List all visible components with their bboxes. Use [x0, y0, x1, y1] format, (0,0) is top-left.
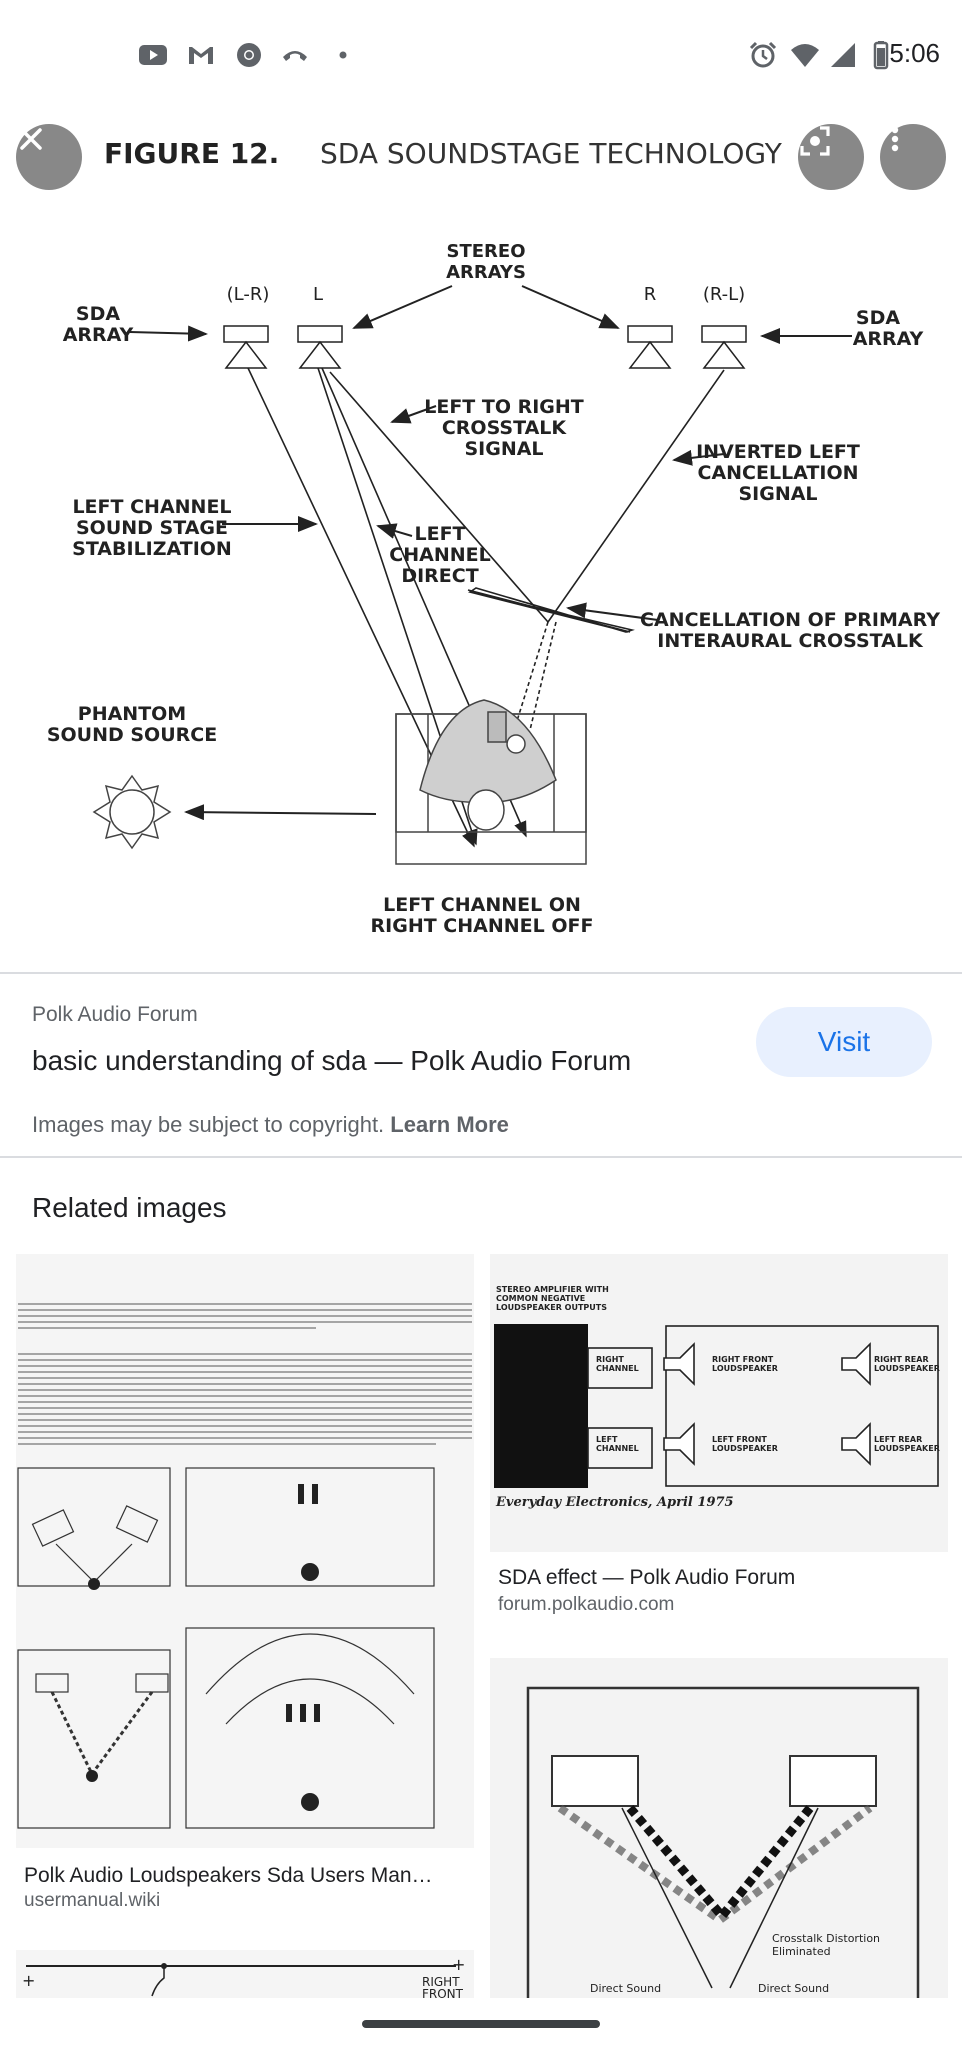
- status-bar: 5:06: [0, 0, 962, 110]
- phantom-star: [92, 774, 172, 850]
- label-lr-2: CROSSTALK: [442, 417, 568, 439]
- divider: [0, 1156, 962, 1158]
- right-channel-2: CHANNEL: [596, 1364, 639, 1373]
- left-front-1: LEFT FRONT: [712, 1435, 767, 1444]
- label-r: R: [644, 284, 657, 305]
- label-sda-right-2: ARRAY: [853, 328, 924, 350]
- visit-button[interactable]: Visit: [756, 1007, 932, 1077]
- more-vert-icon: [891, 126, 899, 152]
- label-l-minus-r: (L-R): [227, 284, 270, 305]
- related-images-heading: Related images: [32, 1192, 227, 1223]
- clock: 5:06: [889, 38, 940, 68]
- label-lcd-1: LEFT: [414, 523, 465, 545]
- right-front-partial-2: FRONT: [422, 1987, 464, 1998]
- related-image-1[interactable]: [16, 1254, 474, 1848]
- related-image-2[interactable]: STEREO AMPLIFIER WITH COMMON NEGATIVE LO…: [490, 1254, 948, 1552]
- left-rear-1: LEFT REAR: [874, 1435, 922, 1444]
- right-front-1: RIGHT FRONT: [712, 1355, 774, 1364]
- label-stereo-arrays-1: STEREO: [447, 241, 526, 262]
- label-lcs-3: STABILIZATION: [72, 538, 232, 560]
- left-front-2: LOUDSPEAKER: [712, 1444, 778, 1453]
- label-phantom-2: SOUND SOURCE: [47, 724, 217, 746]
- partial-thumbnail: + + RIGHT FRONT: [22, 1955, 465, 1998]
- right-front-2: LOUDSPEAKER: [712, 1364, 778, 1373]
- label-lr-3: SIGNAL: [464, 438, 543, 460]
- lens-icon: [800, 126, 830, 156]
- related-1-title[interactable]: Polk Audio Loudspeakers Sda Users Man…: [24, 1864, 433, 1887]
- label-r-minus-l: (R-L): [703, 284, 745, 305]
- svg-text:+: +: [22, 1971, 35, 1990]
- label-sda-right-1: SDA: [856, 307, 900, 329]
- learn-more-link[interactable]: Learn More: [390, 1112, 509, 1137]
- right-channel-1: RIGHT: [596, 1355, 624, 1364]
- speakers: [223, 325, 747, 369]
- amp-label-3: LOUDSPEAKER OUTPUTS: [496, 1303, 607, 1312]
- label-stereo-arrays-2: ARRAYS: [446, 262, 526, 283]
- label-l: L: [313, 284, 323, 305]
- sda-soundstage-figure: FIGURE 12. SDA SOUNDSTAGE TECHNOLOGY STE…: [47, 137, 940, 937]
- label-lcs-2: SOUND STAGE: [76, 517, 228, 539]
- label-sda-left-2: ARRAY: [63, 324, 134, 346]
- listener-chair: [395, 699, 587, 865]
- related-image-3[interactable]: Crosstalk Distortion Eliminated Direct S…: [490, 1658, 948, 1998]
- image-viewer[interactable]: FIGURE 12. SDA SOUNDSTAGE TECHNOLOGY STE…: [0, 110, 962, 974]
- crosstalk-label-1: Crosstalk Distortion: [772, 1932, 880, 1945]
- related-2-title[interactable]: SDA effect — Polk Audio Forum: [498, 1566, 796, 1589]
- label-canc-2: INTERAURAL CROSSTALK: [657, 630, 924, 652]
- source-site-name: Polk Audio Forum: [32, 1003, 198, 1026]
- label-lcd-3: DIRECT: [401, 565, 478, 587]
- signal-icon: [831, 43, 855, 67]
- crosstalk-label-2: Eliminated: [772, 1945, 831, 1958]
- figure-title-bold: FIGURE 12.: [104, 137, 279, 170]
- right-front-partial-1: RIGHT: [422, 1975, 460, 1989]
- more-options-button[interactable]: [880, 124, 946, 190]
- youtube-icon: [139, 45, 167, 65]
- battery-icon: [873, 41, 889, 70]
- divider: [0, 972, 962, 974]
- related-1-site: usermanual.wiki: [24, 1890, 161, 1911]
- call-icon: [283, 51, 307, 61]
- label-canc-1: CANCELLATION OF PRIMARY: [640, 609, 940, 631]
- gmail-icon: [189, 47, 213, 64]
- copyright-text: Images may be subject to copyright.: [32, 1112, 385, 1137]
- label-sda-left-1: SDA: [76, 303, 120, 325]
- close-button[interactable]: [16, 124, 82, 190]
- label-il-1: INVERTED LEFT: [696, 441, 860, 463]
- direct-sound-left: Direct Sound: [590, 1982, 661, 1995]
- label-lco-1: LEFT CHANNEL ON: [383, 894, 581, 916]
- alarm-icon: [749, 41, 777, 68]
- home-gesture-handle[interactable]: [362, 2020, 600, 2028]
- navigation-bar: [0, 1998, 962, 2048]
- figure-title: SDA SOUNDSTAGE TECHNOLOGY: [320, 137, 783, 170]
- right-rear-2: LOUDSPEAKER: [874, 1364, 940, 1373]
- manual-page-thumbnail: [16, 1254, 474, 1848]
- close-icon: [20, 128, 42, 150]
- crosstalk-thumbnail: Crosstalk Distortion Eliminated Direct S…: [490, 1658, 948, 1998]
- lens-button[interactable]: [798, 124, 864, 190]
- related-image-4[interactable]: + + RIGHT FRONT: [16, 1950, 474, 1998]
- label-il-2: CANCELLATION: [698, 462, 859, 484]
- left-channel-1: LEFT: [596, 1435, 618, 1444]
- left-rear-2: LOUDSPEAKER: [874, 1444, 940, 1453]
- related-2-site: forum.polkaudio.com: [498, 1594, 675, 1615]
- chrome-icon: [237, 43, 261, 67]
- wifi-icon: [791, 44, 819, 67]
- diagram-caption: Everyday Electronics, April 1975: [495, 1495, 734, 1510]
- label-lcs-1: LEFT CHANNEL: [72, 496, 231, 518]
- svg-text:+: +: [452, 1955, 465, 1974]
- direct-sound-right: Direct Sound: [758, 1982, 829, 1995]
- label-lr-1: LEFT TO RIGHT: [424, 396, 584, 418]
- label-lco-2: RIGHT CHANNEL OFF: [371, 915, 594, 937]
- right-rear-1: RIGHT REAR: [874, 1355, 929, 1364]
- dot-icon: [339, 51, 347, 59]
- copyright-notice: Images may be subject to copyright. Lear…: [32, 1112, 509, 1138]
- label-il-3: SIGNAL: [738, 483, 817, 505]
- amp-label-1: STEREO AMPLIFIER WITH: [496, 1285, 609, 1294]
- amp-label-2: COMMON NEGATIVE: [496, 1294, 585, 1303]
- left-channel-2: CHANNEL: [596, 1444, 639, 1453]
- label-lcd-2: CHANNEL: [389, 544, 490, 566]
- source-title[interactable]: basic understanding of sda — Polk Audio …: [32, 1045, 632, 1076]
- wiring-diagram-thumbnail: STEREO AMPLIFIER WITH COMMON NEGATIVE LO…: [490, 1254, 948, 1552]
- label-phantom-1: PHANTOM: [78, 703, 186, 725]
